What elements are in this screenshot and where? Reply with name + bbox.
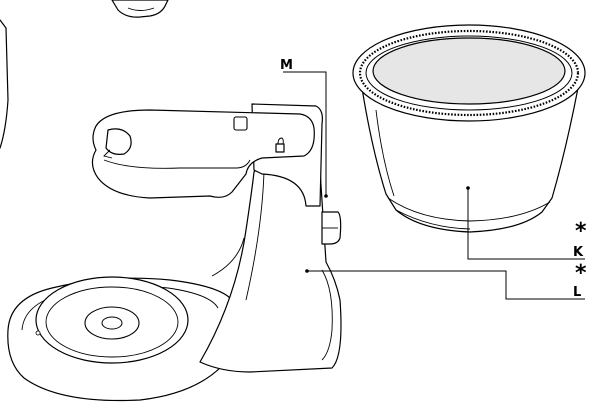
callout-m: M bbox=[280, 58, 293, 73]
leader-lines bbox=[283, 71, 585, 300]
bowl-illustration bbox=[352, 24, 586, 233]
partial-accessory-left bbox=[0, 19, 9, 149]
mixer-base-plate bbox=[7, 276, 237, 402]
partial-beater-top bbox=[111, 0, 169, 18]
mixer-head-arm bbox=[91, 103, 342, 245]
callout-k-mark: * bbox=[575, 219, 587, 244]
callout-k: K bbox=[573, 245, 584, 260]
callout-l: L bbox=[573, 285, 581, 300]
callout-l-mark: * bbox=[575, 261, 587, 286]
